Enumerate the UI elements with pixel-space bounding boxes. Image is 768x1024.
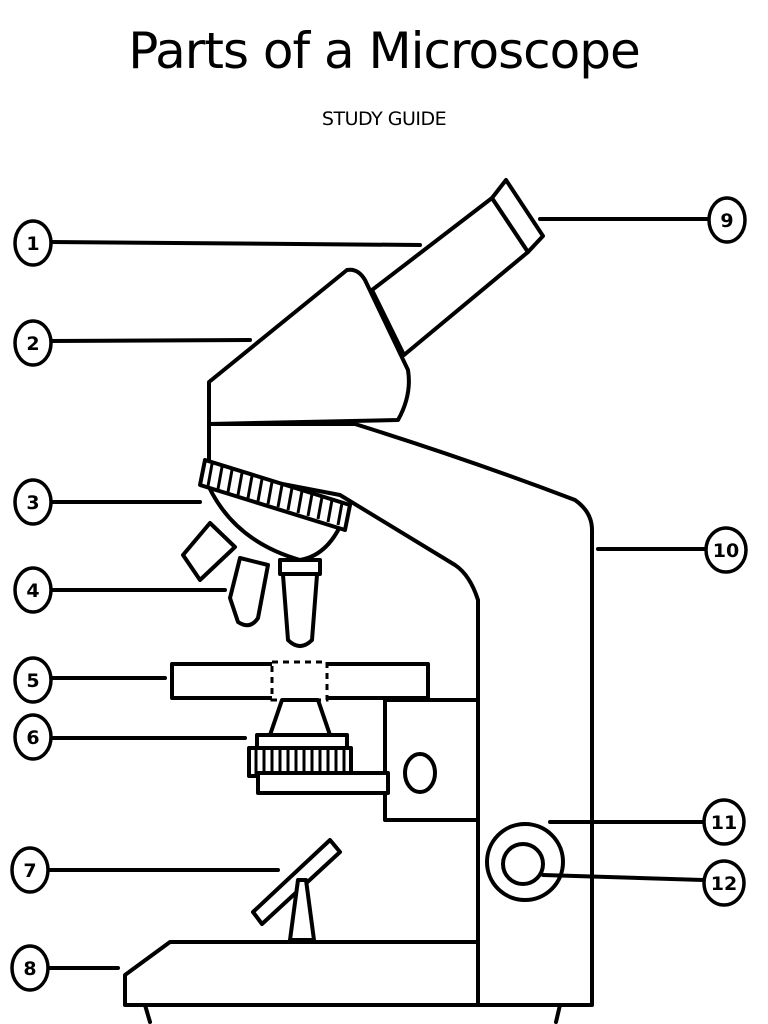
label-2: 2: [13, 319, 53, 367]
label-2-text: 2: [26, 333, 39, 355]
label-7-text: 7: [23, 860, 36, 882]
label-5: 5: [13, 656, 53, 704]
label-6: 6: [13, 713, 53, 761]
eyepiece-tube: [370, 178, 545, 357]
revolving-nosepiece: [198, 458, 352, 562]
label-1: 1: [13, 219, 53, 267]
nosepiece-ridges: [206, 463, 344, 526]
label-8: 8: [10, 944, 50, 992]
label-10-text: 10: [713, 540, 739, 562]
label-11: 11: [702, 798, 746, 846]
microscope-base: [123, 940, 562, 1024]
focus-block: [383, 698, 480, 822]
label-9: 9: [707, 196, 747, 244]
label-1-text: 1: [26, 233, 39, 255]
label-8-text: 8: [23, 958, 36, 980]
label-6-text: 6: [26, 727, 39, 749]
page-title: Parts of a Microscope: [128, 22, 640, 80]
label-11-text: 11: [711, 812, 737, 834]
diaphragm-ridges: [254, 750, 346, 774]
label-3-text: 3: [26, 492, 39, 514]
label-3: 3: [13, 478, 53, 526]
label-9-text: 9: [720, 210, 733, 232]
label-7: 7: [10, 846, 50, 894]
label-12: 12: [702, 859, 746, 907]
leader-lines: [48, 217, 710, 970]
page-subtitle: STUDY GUIDE: [321, 108, 447, 130]
label-10: 10: [704, 526, 748, 574]
microscope-head: [207, 267, 411, 426]
microscope-drawing: [123, 178, 594, 1024]
mirror: [251, 838, 342, 942]
label-12-text: 12: [711, 873, 737, 895]
label-5-text: 5: [26, 670, 39, 692]
label-4-text: 4: [26, 580, 39, 602]
objective-lenses: [181, 521, 322, 648]
stage: [170, 660, 430, 702]
label-4: 4: [13, 566, 53, 614]
focus-knobs: [485, 822, 565, 902]
diaphragm: [247, 698, 390, 795]
